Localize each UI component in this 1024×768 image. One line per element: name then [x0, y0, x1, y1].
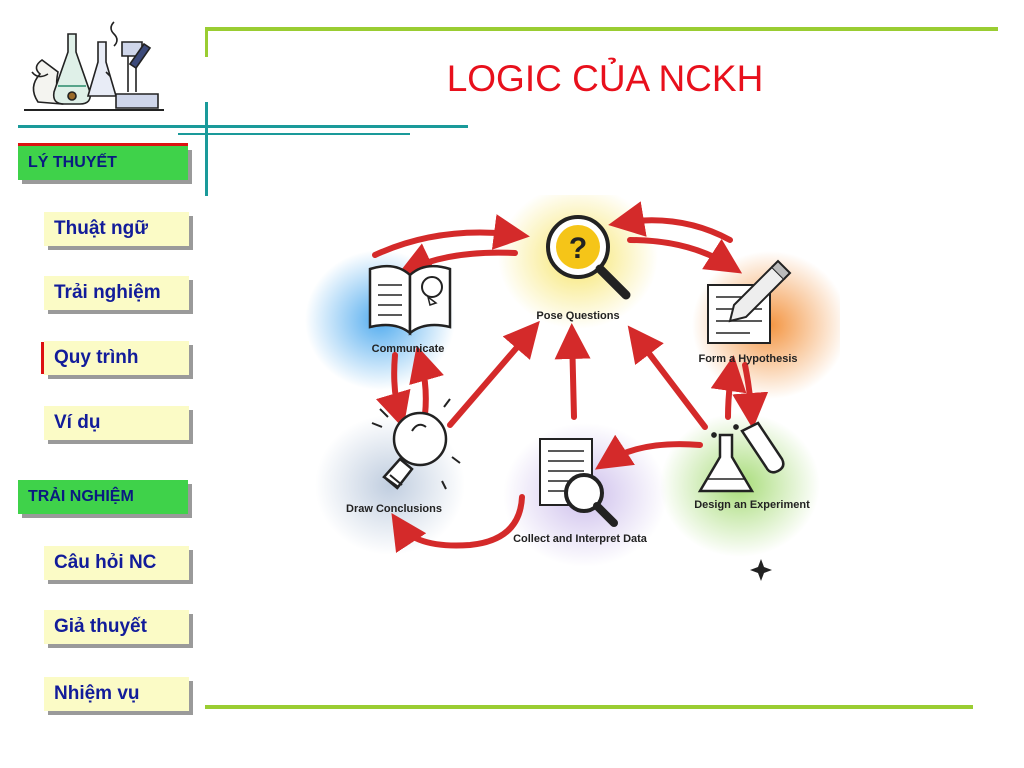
nav-item-nhiem-vu[interactable]: Nhiệm vụ — [44, 677, 189, 711]
arrow-conclusions-to-communicate — [409, 345, 444, 418]
arrow-experiment-to-pose — [627, 325, 708, 430]
arrow-collect-to-pose — [554, 323, 591, 420]
pose-questions-label: Pose Questions — [536, 310, 619, 322]
nav-item-gia-thuyet[interactable]: Giả thuyết — [44, 610, 189, 644]
flask-icon — [697, 421, 785, 493]
arrow-pose-to-communicate — [397, 243, 518, 276]
nav-item-thuat-ngu[interactable]: Thuật ngữ — [44, 212, 189, 246]
teal-horizontal-rule — [18, 125, 468, 128]
arrow-experiment-to-collect — [594, 434, 703, 470]
nav-item-vi-du[interactable]: Ví dụ — [44, 406, 189, 440]
arrow-communicate-to-conclusions — [375, 352, 411, 429]
nav-section-ly-thuyet[interactable]: LÝ THUYẾT — [18, 146, 188, 180]
draw-conclusions-label: Draw Conclusions — [346, 503, 442, 515]
nav-item-trai-nghiem[interactable]: Trải nghiệm — [44, 276, 189, 310]
arrow-hypothesis-to-pose — [608, 201, 733, 243]
scientific-method-diagram: ? Pose Questions — [305, 195, 840, 581]
section1-red-bar — [18, 143, 188, 146]
collect-interpret-label: Collect and Interpret Data — [513, 533, 648, 545]
teal-horizontal-rule-thin — [178, 133, 410, 135]
arrow-communicate-to-pose — [372, 214, 530, 258]
form-hypothesis-label: Form a Hypothesis — [698, 353, 797, 365]
magnifier-question-icon: ? — [546, 215, 631, 300]
svg-text:?: ? — [569, 232, 587, 265]
open-book-icon — [368, 264, 452, 336]
top-green-rule — [205, 27, 998, 31]
nav-item-cau-hoi-nc[interactable]: Câu hỏi NC — [44, 546, 189, 580]
lightbulb-icon — [371, 398, 461, 490]
arrow-experiment-to-hypothesis — [710, 355, 747, 420]
slide-title: LOGIC CỦA NCKH — [446, 58, 764, 99]
nav-item-quy-trinh[interactable]: Quy trình — [44, 341, 189, 375]
nav-section-trai-nghiem[interactable]: TRẢI NGHIỆM — [18, 480, 188, 514]
design-experiment-label: Design an Experiment — [694, 499, 810, 511]
communicate-label: Communicate — [372, 343, 445, 355]
arrow-collect-to-conclusions — [391, 494, 525, 553]
active-item-marker — [41, 342, 44, 374]
arrow-conclusions-to-pose — [447, 320, 540, 428]
lab-equipment-clipart — [24, 21, 164, 111]
teal-vertical-rule — [205, 102, 208, 196]
document-magnifier-icon — [539, 438, 618, 527]
bottom-green-rule — [205, 705, 973, 709]
top-green-rule-left-tick — [205, 27, 208, 57]
sparkle-icon — [750, 559, 772, 581]
arrow-pose-to-hypothesis — [627, 237, 743, 274]
paper-pencil-icon — [707, 259, 792, 344]
